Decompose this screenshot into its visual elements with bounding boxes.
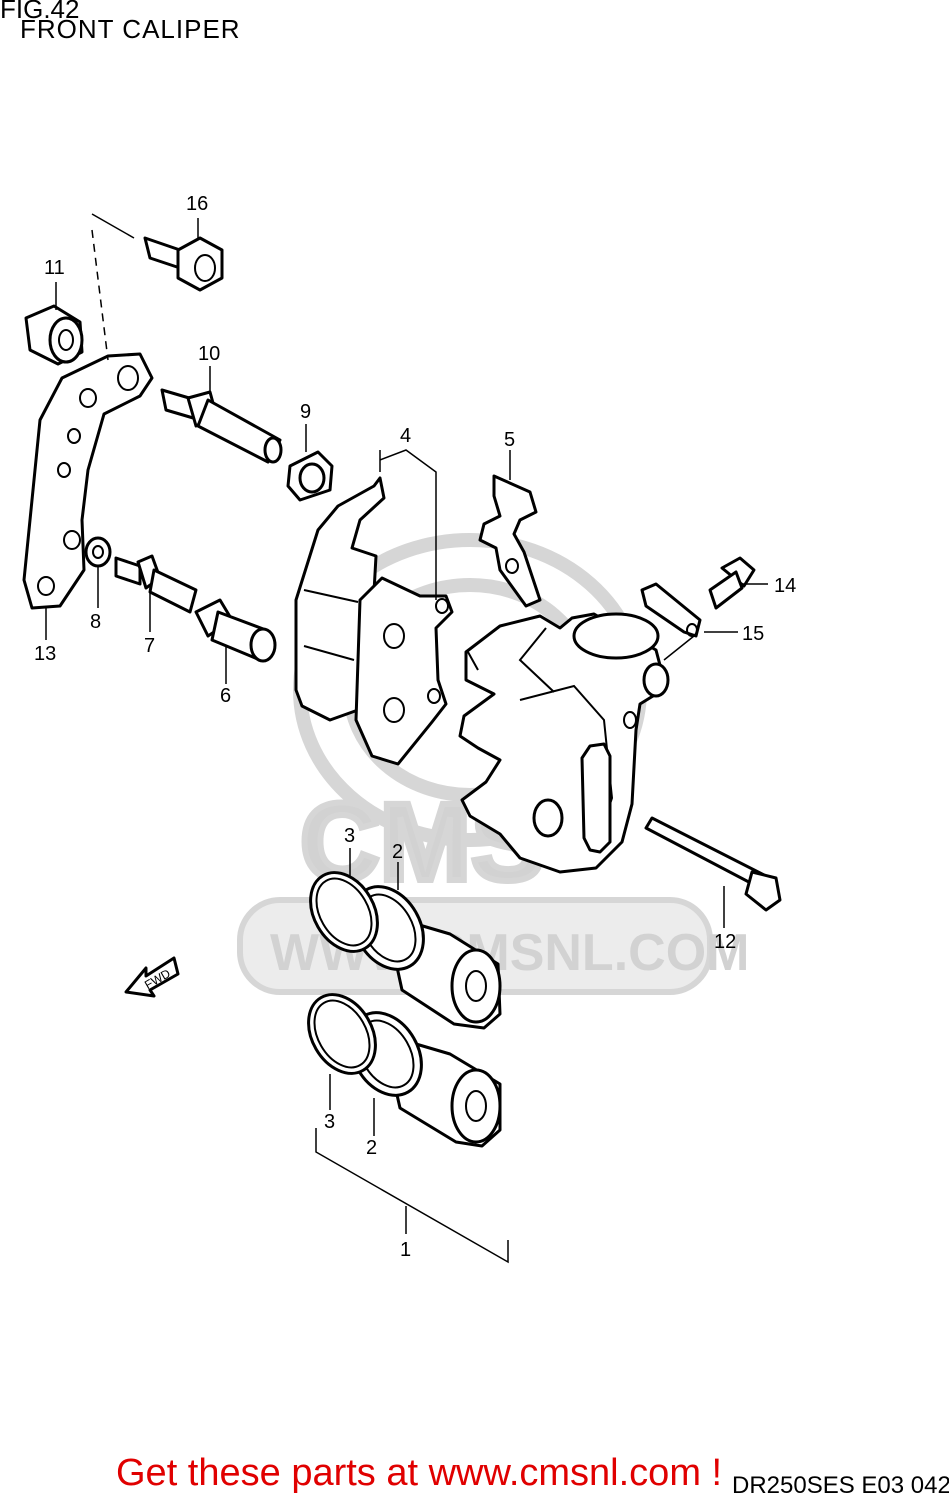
ref-2-lower: 2 [366, 1137, 377, 1159]
ref-2-upper: 2 [392, 841, 403, 863]
part-6-pin [194, 598, 277, 663]
diagram-code: DR250SES E03 042 [732, 1472, 949, 1499]
ref-3-lower: 3 [324, 1111, 335, 1133]
ref-4: 4 [400, 425, 411, 447]
leader-4 [379, 449, 437, 600]
part-14-bleeder [708, 556, 756, 610]
ref-11: 11 [44, 257, 65, 279]
ref-7: 7 [144, 635, 155, 657]
part-5-spring [478, 474, 542, 608]
fwd-arrow-icon: FWD [124, 956, 180, 998]
part-7-bolt [114, 554, 198, 614]
promo-link[interactable]: Get these parts at www.cmsnl.com ! [116, 1452, 723, 1494]
ref-5: 5 [504, 429, 515, 451]
part-13-bracket [22, 352, 154, 610]
seal-3-upper [309, 871, 379, 953]
part-15-cap [640, 582, 702, 638]
ref-3-upper: 3 [344, 825, 355, 847]
ref-15: 15 [742, 623, 764, 645]
ref-10: 10 [198, 343, 220, 365]
figure-title: FRONT CALIPER [20, 14, 241, 44]
leader-16b [91, 213, 135, 239]
ref-13: 13 [34, 643, 56, 665]
figure-number: FIG.42 [0, 0, 80, 24]
part-4-pads [294, 476, 454, 766]
part-8-washer [84, 536, 112, 568]
leader-1 [315, 1128, 509, 1264]
ref-12: 12 [714, 931, 736, 953]
part-10-pin [160, 388, 283, 464]
ref-6: 6 [220, 685, 231, 707]
ref-14: 14 [774, 575, 796, 597]
ref-1: 1 [400, 1239, 411, 1261]
part-11-collar [24, 304, 84, 366]
leader-15 [663, 631, 738, 661]
watermark: WWW.CMSNL.COM CMS [237, 533, 749, 995]
caliper-body [458, 612, 670, 874]
ref-8: 8 [90, 611, 101, 633]
leader-13b [91, 229, 109, 361]
part-9-boot [286, 450, 334, 502]
ref-16: 16 [186, 193, 208, 215]
part-12-pin [644, 816, 782, 912]
seal-3-lower [307, 993, 377, 1075]
ref-9: 9 [300, 401, 311, 423]
part-16-bolt [143, 236, 224, 292]
